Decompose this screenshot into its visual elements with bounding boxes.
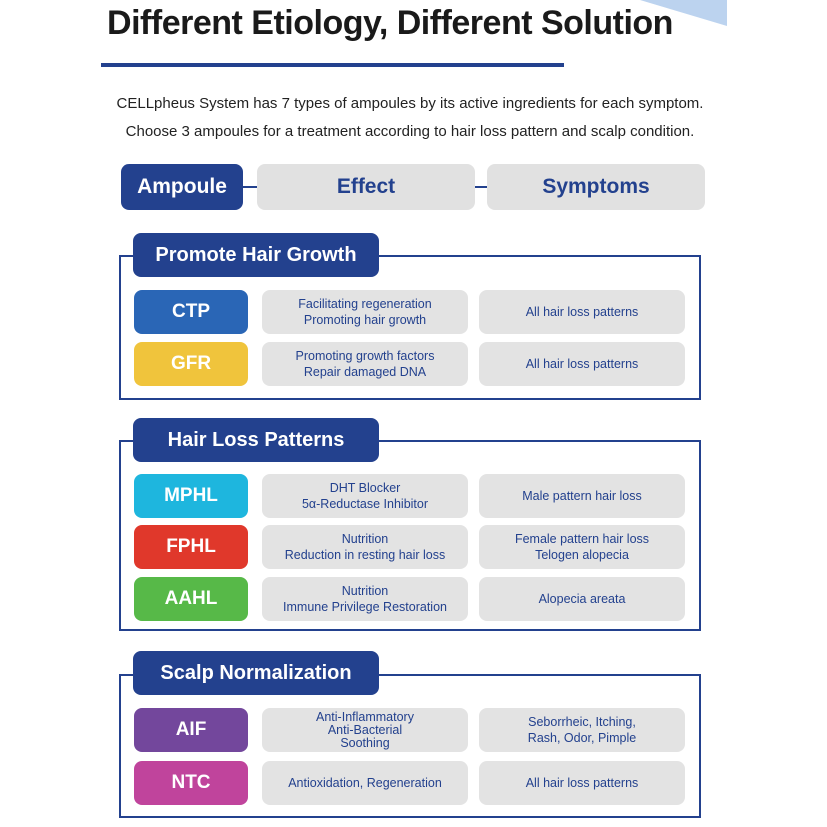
section-hair-loss-patterns <box>119 440 701 631</box>
symptom-line: All hair loss patterns <box>525 357 639 371</box>
effect-line: Promoting growth factors <box>295 349 435 363</box>
ampoule-aahl: AAHL <box>134 577 248 621</box>
effect-line: Reduction in resting hair loss <box>284 548 446 562</box>
effect-cell: Facilitating regeneration Promoting hair… <box>262 290 468 334</box>
section-title: Scalp Normalization <box>133 651 379 695</box>
effect-cell: DHT Blocker 5α-Reductase Inhibitor <box>262 474 468 518</box>
effect-line: Nutrition <box>341 532 389 546</box>
effect-cell: Anti-Inflammatory Anti-Bacterial Soothin… <box>262 708 468 752</box>
effect-line: 5α-Reductase Inhibitor <box>301 497 429 511</box>
intro-line-2: Choose 3 ampoules for a treatment accord… <box>125 123 695 140</box>
effect-cell: Antioxidation, Regeneration <box>262 761 468 805</box>
symptom-line: All hair loss patterns <box>525 305 639 319</box>
effect-line: Promoting hair growth <box>303 313 427 327</box>
effect-line: Repair damaged DNA <box>303 365 427 379</box>
symptom-cell: Female pattern hair loss Telogen alopeci… <box>479 525 685 569</box>
symptom-line: Female pattern hair loss <box>514 532 650 546</box>
symptom-cell: Alopecia areata <box>479 577 685 621</box>
ampoule-ntc: NTC <box>134 761 248 805</box>
header-ampoule: Ampoule <box>121 164 243 210</box>
symptom-cell: All hair loss patterns <box>479 290 685 334</box>
symptom-cell: Seborrheic, Itching, Rash, Odor, Pimple <box>479 708 685 752</box>
symptom-line: Alopecia areata <box>538 592 626 606</box>
section-scalp-normalization <box>119 674 701 818</box>
effect-line: Soothing <box>340 735 390 750</box>
effect-line: Nutrition <box>341 584 389 598</box>
section-title: Promote Hair Growth <box>133 233 379 277</box>
header-connector <box>475 186 487 188</box>
symptom-line: Telogen alopecia <box>535 548 629 562</box>
symptom-cell: All hair loss patterns <box>479 761 685 805</box>
effect-cell: Promoting growth factors Repair damaged … <box>262 342 468 386</box>
header-effect: Effect <box>257 164 475 210</box>
header-symptoms: Symptoms <box>487 164 705 210</box>
section-title: Hair Loss Patterns <box>133 418 379 462</box>
page-title: Different Etiology, Different Solution <box>107 4 673 42</box>
effect-line: DHT Blocker <box>329 481 401 495</box>
title-underline <box>101 63 564 67</box>
symptom-cell: All hair loss patterns <box>479 342 685 386</box>
effect-cell: Nutrition Immune Privilege Restoration <box>262 577 468 621</box>
header-connector <box>243 186 257 188</box>
effect-line: Antioxidation, Regeneration <box>288 776 442 790</box>
ampoule-aif: AIF <box>134 708 248 752</box>
symptom-line: Male pattern hair loss <box>522 489 642 503</box>
effect-line: Anti-Inflammatory <box>316 709 414 724</box>
ampoule-fphl: FPHL <box>134 525 248 569</box>
ampoule-mphl: MPHL <box>134 474 248 518</box>
effect-line: Anti-Bacterial <box>327 722 403 737</box>
effect-line: Immune Privilege Restoration <box>283 600 447 614</box>
symptom-cell: Male pattern hair loss <box>479 474 685 518</box>
intro-line-1: CELLpheus System has 7 types of ampoules… <box>116 95 704 112</box>
effect-cell: Nutrition Reduction in resting hair loss <box>262 525 468 569</box>
ampoule-ctp: CTP <box>134 290 248 334</box>
section-promote-hair-growth <box>119 255 701 400</box>
ampoule-gfr: GFR <box>134 342 248 386</box>
symptom-line: Rash, Odor, Pimple <box>527 731 637 745</box>
symptom-line: All hair loss patterns <box>525 776 639 790</box>
symptom-line: Seborrheic, Itching, <box>528 715 636 729</box>
effect-line: Facilitating regeneration <box>298 297 432 311</box>
corner-decoration <box>640 0 727 26</box>
